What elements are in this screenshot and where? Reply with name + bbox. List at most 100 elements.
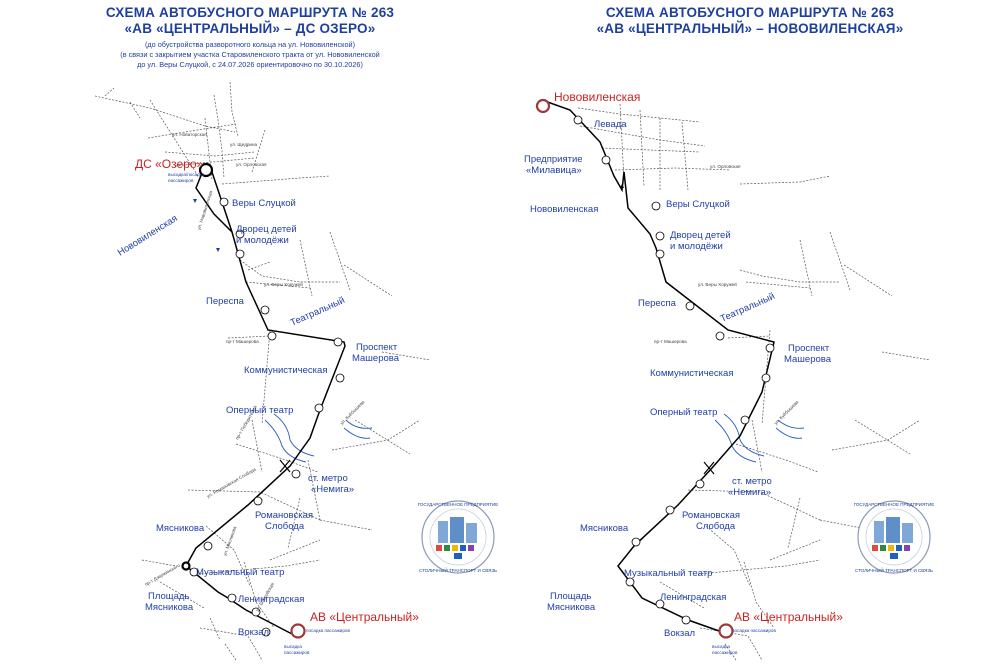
stop-label-ploshchad: Мясникова — [145, 602, 194, 613]
stop-label-vokzal: Вокзал — [664, 628, 695, 639]
stop-label-romanovskaya: Романовская — [682, 510, 740, 521]
stop-label-romanovskaya: Романовская — [255, 510, 313, 521]
stop-label-romanovskaya: Слобода — [265, 521, 305, 532]
route-map-right: ул. Орловская ул. Веры Хоружей пр-т Маше… — [524, 90, 935, 661]
stop-label-teatralny: Театральный — [289, 295, 347, 329]
route-scheme-right: СХЕМА АВТОБУСНОГО МАРШРУТА № 263 «АВ «ЦЕ… — [500, 0, 1000, 667]
street-label: ул. Веры Хоружей — [264, 281, 303, 287]
stop-label-ploshchad: Мясникова — [547, 602, 596, 613]
stop-label-novovilenskaya: Нововиленская — [116, 213, 180, 259]
stop-label-nemiga: ст. метро — [308, 473, 348, 484]
stop-label-perespa: Переспа — [638, 298, 677, 309]
stop-label-romanovskaya: Слобода — [696, 521, 736, 532]
stop-label-muzykalny: Музыкальный театр — [624, 568, 712, 579]
street-network — [94, 81, 431, 661]
stop-label-dvorets: Дворец детей — [670, 230, 731, 241]
stop-label-kommunisticheskaya: Коммунистическая — [650, 368, 733, 379]
stop-label-prospekt: Машерова — [352, 353, 400, 364]
stop-label-prospekt: Проспект — [356, 342, 398, 353]
bus-stop-markers — [573, 115, 775, 625]
street-label: ул. Орловская — [710, 164, 741, 169]
stop-labels: Нововиленская Левада Предприятие «Милави… — [524, 90, 843, 655]
start-note: пассажиров — [284, 650, 310, 655]
start-note: высадка — [712, 644, 730, 649]
terminal-label-start: АВ «Центральный» — [310, 610, 419, 624]
metro-icon — [703, 461, 715, 475]
river — [714, 413, 805, 463]
city-transport-logo-icon: ГОСУДАРСТВЕННОЕ ПРЕДПРИЯТИЕ СТОЛИЧНЫЙ ТР… — [418, 500, 499, 574]
scheme-note-line1: (до обустройства разворотного кольца на … — [144, 40, 356, 49]
stop-label-myasnikova: Мясникова — [580, 523, 629, 534]
end-note: пассажиров — [168, 178, 194, 183]
route-direction-arrows — [620, 184, 624, 188]
logo-ring-text: СТОЛИЧНЫЙ ТРАНСПОРТ И СВЯЗЬ — [855, 566, 933, 573]
street-label: ул. Романовская Слобода — [206, 466, 257, 498]
stop-label-levada: Левада — [594, 119, 627, 130]
stop-label-leningradskaya: Ленинградская — [660, 592, 726, 603]
route-map-left: ул. Новаторская ул. Щедрина ул. Орловска… — [94, 81, 499, 661]
route-direction-arrows — [193, 199, 220, 252]
stop-label-vokzal: Вокзал — [238, 627, 269, 638]
stop-label-milavitsa: Предприятие — [524, 154, 583, 165]
logo-ring-text: ГОСУДАРСТВЕННОЕ ПРЕДПРИЯТИЕ — [418, 502, 499, 507]
scheme-title-line1: СХЕМА АВТОБУСНОГО МАРШРУТА № 263 — [605, 5, 895, 20]
stop-labels: ДС «Озеро» высадка/посадка пассажиров Но… — [116, 157, 419, 655]
stop-label-milavitsa: «Милавица» — [526, 165, 582, 176]
stop-label-prospekt: Проспект — [788, 343, 830, 354]
stop-label-dvorets: Дворец детей — [236, 224, 297, 235]
river — [264, 413, 373, 463]
stop-label-perespa: Переспа — [206, 296, 245, 307]
terminal-label-end: ДС «Озеро» — [135, 157, 204, 171]
terminal-label-end: Нововиленская — [554, 90, 640, 104]
start-note: посадка пассажиров — [732, 628, 776, 633]
stop-label-dvorets: и молодёжи — [236, 235, 289, 246]
stop-label-ploshchad: Площадь — [148, 591, 189, 602]
street-label: ул. Новаторская — [172, 132, 207, 137]
scheme-note-line2: (в связи с закрытием участка Старовиленс… — [120, 50, 380, 59]
terminal-label-start: АВ «Центральный» — [734, 610, 843, 624]
scheme-note-line3: до ул. Веры Слуцкой, с 24.07.2026 ориент… — [137, 60, 363, 69]
start-note: посадка пассажиров — [306, 628, 350, 633]
street-label: ул. Мясникова — [222, 525, 237, 556]
stop-label-operny: Оперный театр — [226, 405, 293, 416]
street-label: пр-т Машерова — [654, 339, 687, 344]
stop-label-novovilenskaya: Нововиленская — [530, 204, 598, 215]
terminal-markers — [535, 98, 734, 639]
stop-label-nemiga: ст. метро — [732, 476, 772, 487]
logo-ring-text: ГОСУДАРСТВЕННОЕ ПРЕДПРИЯТИЕ — [854, 502, 935, 507]
city-transport-logo-icon: ГОСУДАРСТВЕННОЕ ПРЕДПРИЯТИЕ СТОЛИЧНЫЙ ТР… — [854, 500, 935, 574]
route-scheme-left: СХЕМА АВТОБУСНОГО МАРШРУТА № 263 «АВ «ЦЕ… — [94, 5, 499, 661]
start-note: высадка — [284, 644, 302, 649]
stop-label-leningradskaya: Ленинградская — [238, 594, 304, 605]
logo-ring-text: СТОЛИЧНЫЙ ТРАНСПОРТ И СВЯЗЬ — [419, 566, 497, 573]
stop-label-teatralny: Театральный — [719, 291, 777, 325]
metro-icon — [279, 459, 291, 473]
stop-label-nemiga: «Немига» — [728, 487, 771, 498]
start-note: пассажиров — [712, 650, 738, 655]
bus-stop-markers — [189, 197, 345, 637]
stop-label-prospekt: Машерова — [784, 354, 832, 365]
street-network — [577, 103, 931, 661]
stop-label-nemiga: «Немига» — [311, 484, 354, 495]
street-label: ул. Орловская — [236, 162, 267, 167]
street-label: ул. Куйбышева — [338, 398, 365, 425]
street-label: ул. Веры Хоружей — [698, 281, 737, 287]
stop-label-very-slutskoy: Веры Слуцкой — [232, 198, 296, 209]
stop-label-myasnikova: Мясникова — [156, 523, 205, 534]
bus-route-line — [541, 99, 775, 633]
scheme-title-line1: СХЕМА АВТОБУСНОГО МАРШРУТА № 263 — [105, 5, 395, 20]
street-label: ул. Щедрина — [230, 142, 258, 147]
stop-label-dvorets: и молодёжи — [670, 241, 723, 252]
stop-label-ploshchad: Площадь — [550, 591, 591, 602]
stop-label-muzykalny: Музыкальный театр — [196, 567, 284, 578]
street-label: ул. Куйбышева — [772, 398, 799, 425]
street-label: пр-т Дзержинского — [144, 563, 181, 587]
scheme-title-line2: «АВ «ЦЕНТРАЛЬНЫЙ» – ДС ОЗЕРО» — [124, 21, 376, 36]
street-label: пр-т Машерова — [226, 339, 259, 344]
stop-label-operny: Оперный театр — [650, 407, 717, 418]
scheme-title-line2: «АВ «ЦЕНТРАЛЬНЫЙ» – НОВОВИЛЕНСКАЯ» — [596, 21, 904, 36]
stop-label-very-slutskoy: Веры Слуцкой — [666, 199, 730, 210]
terminal-markers — [181, 162, 306, 639]
end-note: высадка/посадка — [168, 172, 205, 177]
stop-label-kommunisticheskaya: Коммунистическая — [244, 365, 327, 376]
